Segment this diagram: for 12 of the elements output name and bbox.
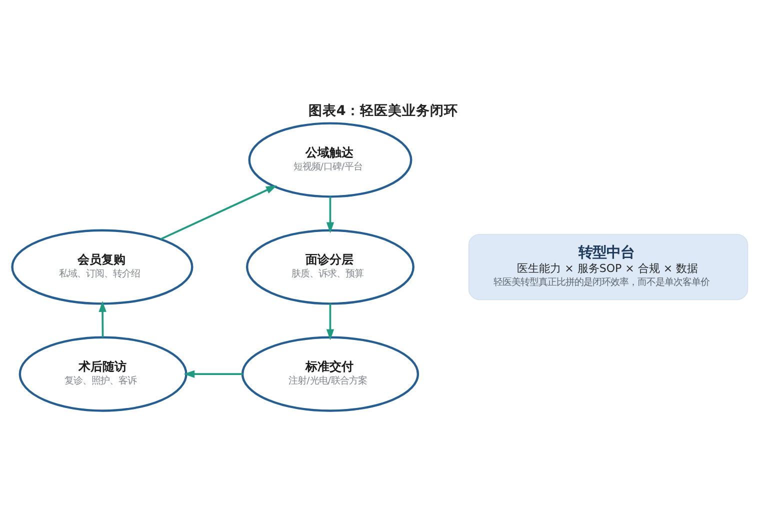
node-ellipse: 标准交付 注射/光电/联合方案: [241, 336, 420, 412]
node-box: 转型中台 医生能力 × 服务SOP × 合规 × 数据 轻医美转型真正比拼的是闭环效率，而不是单次客单价: [468, 234, 748, 300]
arrow: [184, 370, 243, 378]
arrow: [98, 301, 106, 338]
node-ellipse: 术后随访 复诊、照护、客诉: [18, 336, 188, 412]
diagram-title: 图表4：轻医美业务闭环: [308, 102, 458, 119]
node-ellipse: 公域触达 短视频/口碑/平台: [248, 122, 412, 198]
arrow: [326, 196, 334, 234]
node-ellipse: 面诊分层 肤质、诉求、预算: [246, 229, 414, 305]
arrow: [160, 185, 278, 240]
arrow: [326, 304, 334, 340]
node-ellipse: 会员复购 私域、订阅、转介绍: [11, 229, 194, 305]
